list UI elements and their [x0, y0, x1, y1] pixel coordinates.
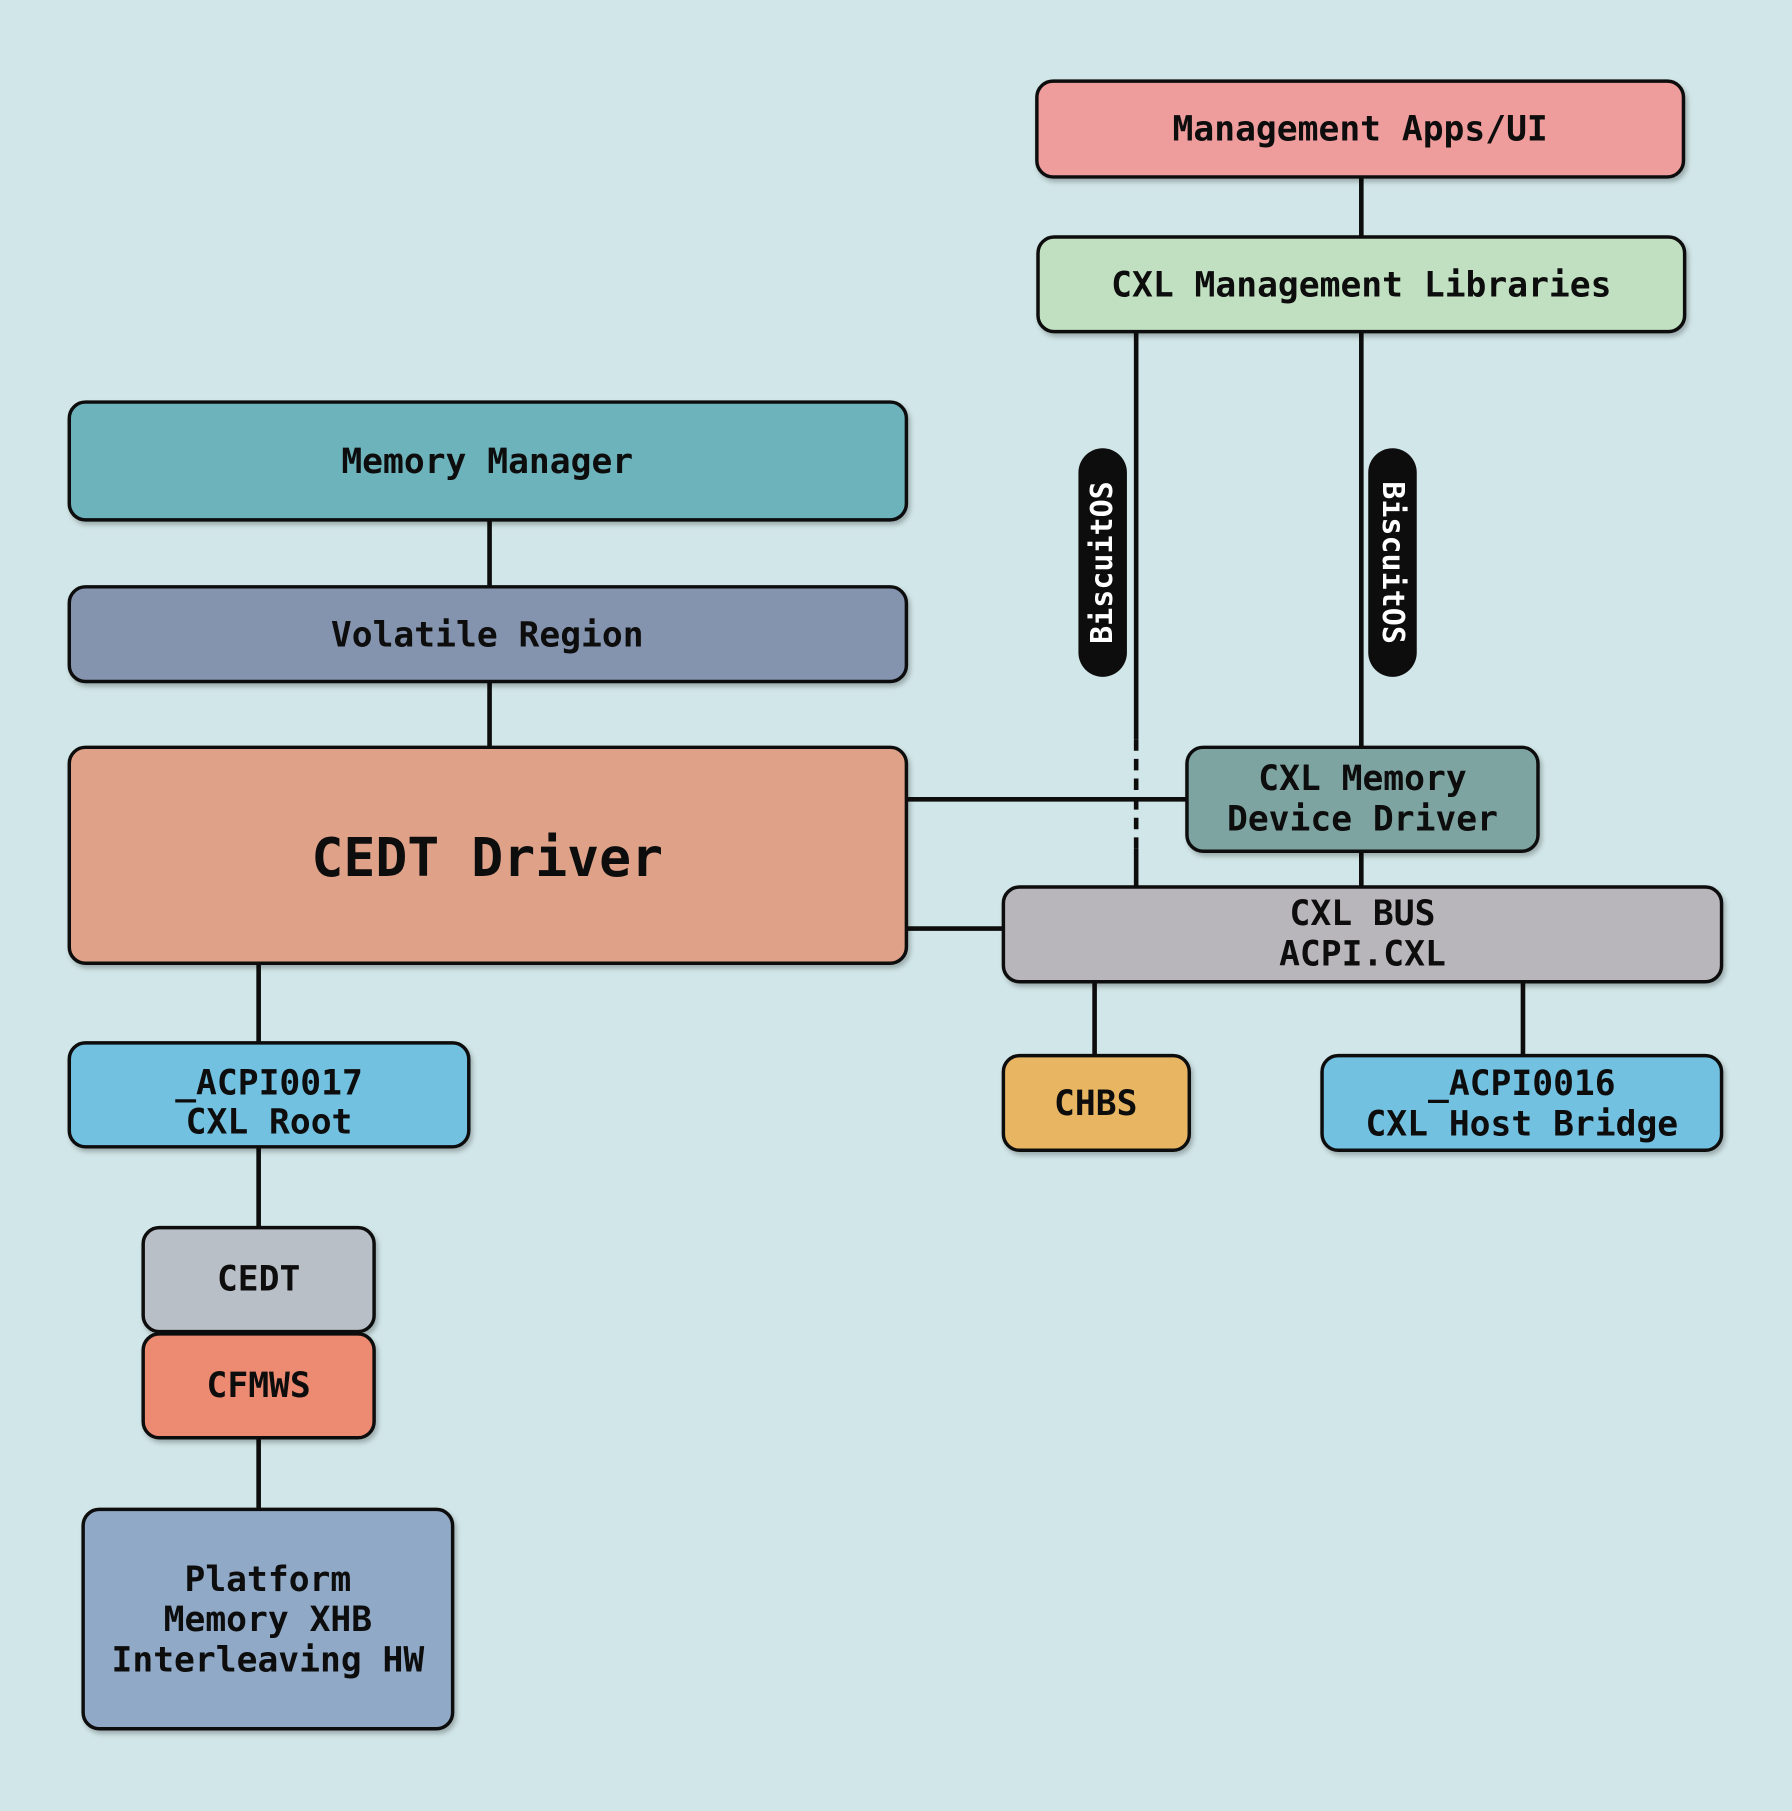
- node-cfmws-label: CFMWS: [207, 1366, 311, 1406]
- node-label-line: ACPI.CXL: [1279, 935, 1446, 975]
- node-chbs[interactable]: CHBS: [1001, 1053, 1192, 1153]
- node-cxl-management-libraries-label: CXL Management Libraries: [1111, 265, 1611, 305]
- node-cxl-management-libraries[interactable]: CXL Management Libraries: [1036, 235, 1687, 334]
- node-label-line: CEDT: [217, 1260, 300, 1300]
- node-cfmws-box: [141, 1332, 376, 1440]
- node-label-line: CHBS: [1054, 1084, 1137, 1124]
- node-label-line: CXL Root: [186, 1103, 353, 1143]
- badge-biscuitos-right: BiscuitOS: [1368, 448, 1417, 677]
- node-acpi0016-box: [1320, 1053, 1724, 1153]
- node-label-line: CXL BUS: [1290, 894, 1436, 934]
- badge-left-pill: [1078, 448, 1127, 677]
- node-volatile-region[interactable]: Volatile Region: [67, 585, 909, 684]
- node-label-line: Platform: [184, 1560, 351, 1600]
- node-label-line: _ACPI0016: [1428, 1064, 1616, 1104]
- node-volatile-region-label: Volatile Region: [331, 615, 644, 655]
- badge-right-text: BiscuitOS: [1375, 481, 1410, 644]
- node-label-line: Volatile Region: [331, 615, 644, 655]
- badge-left-text: BiscuitOS: [1085, 481, 1120, 644]
- node-memory-manager-label: Memory Manager: [341, 442, 633, 482]
- node-cxl-memory-device-driver-box: [1185, 745, 1540, 853]
- node-management-apps-box: [1035, 79, 1686, 179]
- node-memory-manager[interactable]: Memory Manager: [67, 400, 909, 522]
- node-label-line: CFMWS: [207, 1366, 311, 1406]
- node-cedt-driver[interactable]: CEDT Driver: [67, 745, 909, 965]
- node-cedt-driver-box: [67, 745, 909, 965]
- node-label-line: CXL Host Bridge: [1365, 1104, 1678, 1144]
- node-chbs-label: CHBS: [1054, 1084, 1137, 1124]
- node-label-line: CXL Memory: [1258, 759, 1466, 799]
- node-label-line: CXL Management Libraries: [1111, 265, 1611, 305]
- node-cedt-driver-label: CEDT Driver: [311, 827, 663, 889]
- node-platform-box: [81, 1507, 455, 1731]
- node-label-line: _ACPI0017: [175, 1063, 363, 1103]
- badge-right-pill: [1368, 448, 1417, 677]
- node-management-apps-label: Management Apps/UI: [1173, 110, 1548, 150]
- node-cedt-box: [141, 1225, 376, 1334]
- node-label-line: Device Driver: [1227, 799, 1498, 839]
- node-label-line: Management Apps/UI: [1173, 110, 1548, 150]
- node-label-line: Memory Manager: [341, 442, 633, 482]
- node-label-line: Memory XHB: [164, 1600, 372, 1640]
- node-cfmws[interactable]: CFMWS: [141, 1332, 376, 1440]
- connectors: [256, 176, 1526, 1510]
- badge-biscuitos-left: BiscuitOS: [1078, 448, 1127, 677]
- node-cxl-bus-box: [1001, 885, 1724, 984]
- node-label-line: Interleaving HW: [112, 1641, 425, 1681]
- node-chbs-box: [1001, 1053, 1192, 1153]
- node-memory-manager-box: [67, 400, 909, 522]
- node-management-apps[interactable]: Management Apps/UI: [1035, 79, 1686, 179]
- node-cxl-management-libraries-box: [1036, 235, 1687, 334]
- node-volatile-region-box: [67, 585, 909, 684]
- node-acpi0017-box: [67, 1041, 471, 1149]
- node-cedt[interactable]: CEDT: [141, 1225, 376, 1334]
- node-label-line: CEDT Driver: [311, 827, 663, 889]
- node-cedt-label: CEDT: [217, 1260, 300, 1300]
